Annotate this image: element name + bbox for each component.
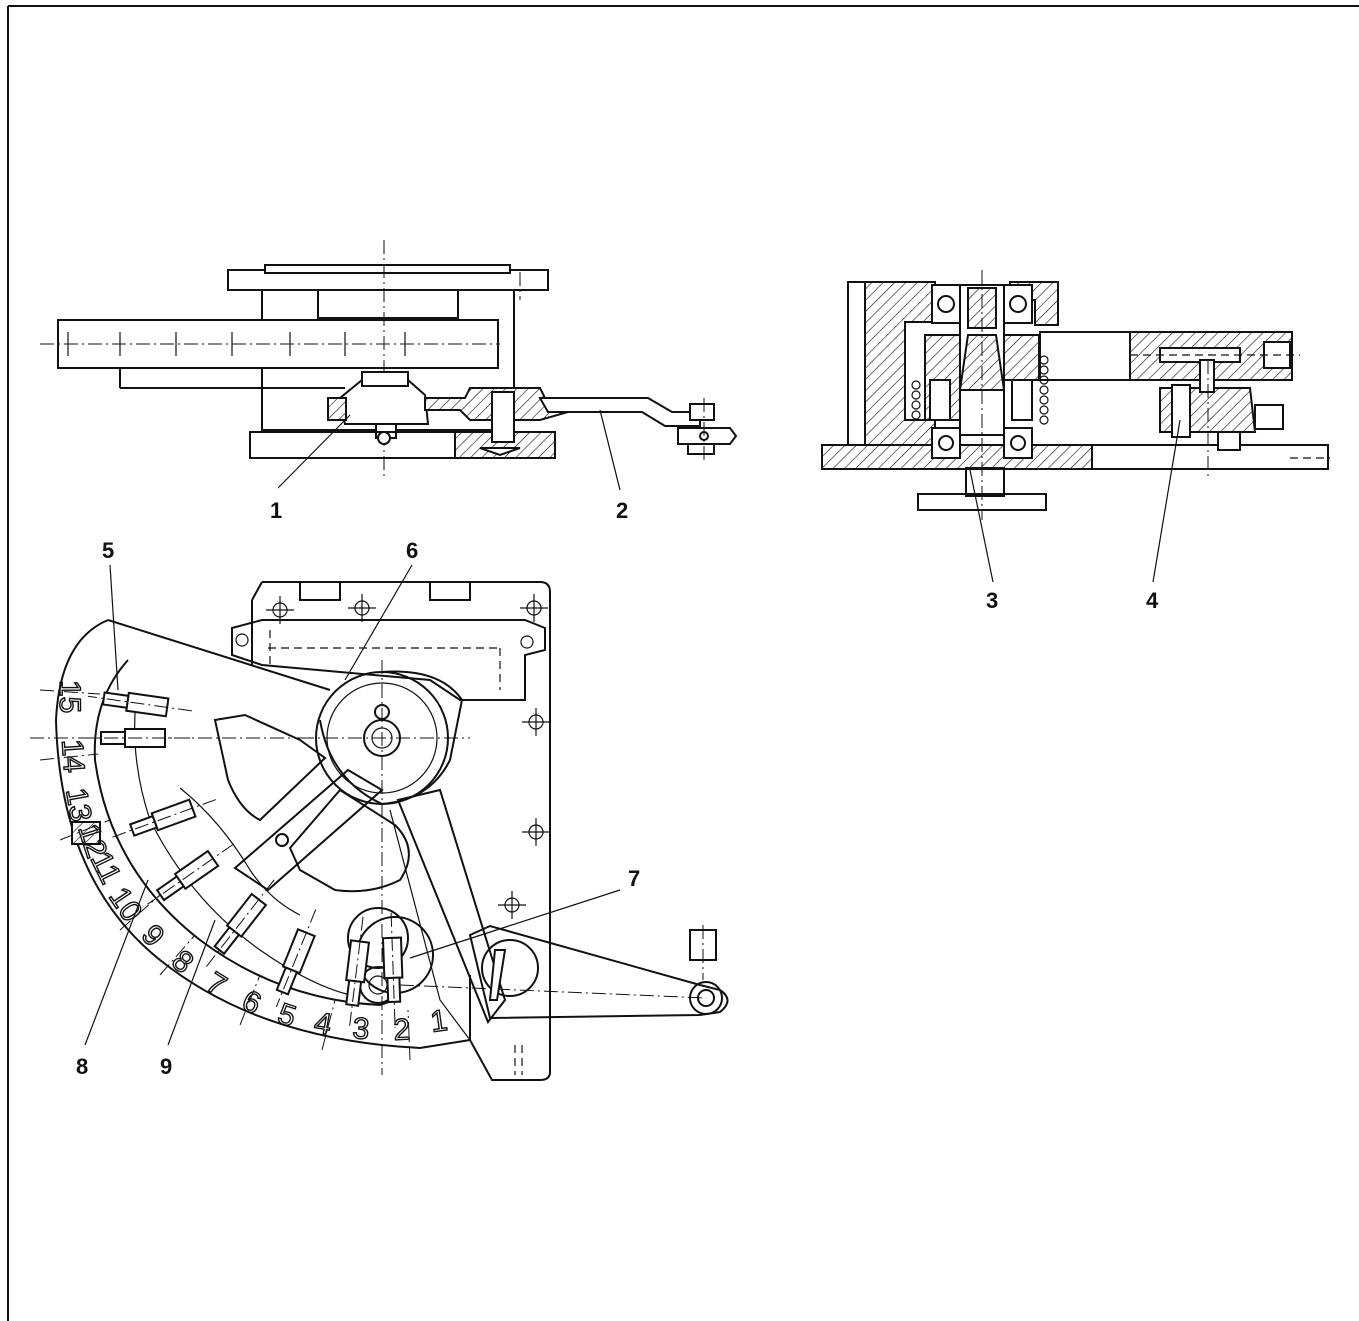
callout-6: 6 xyxy=(406,538,418,563)
callout-3: 3 xyxy=(986,588,998,613)
callout-2: 2 xyxy=(616,498,628,523)
scale-label-4: 4 xyxy=(312,1006,334,1041)
callouts: 1 2 3 4 5 6 7 8 9 xyxy=(76,498,1159,1079)
scale-label-2: 2 xyxy=(393,1013,411,1047)
section-view-right xyxy=(821,270,1330,520)
side-view-left xyxy=(40,240,738,480)
radial-pins xyxy=(71,691,404,1028)
scale-label-6: 6 xyxy=(237,984,266,1021)
scale-label-15: 15 xyxy=(53,680,86,713)
callout-5: 5 xyxy=(102,538,114,563)
callout-7: 7 xyxy=(628,866,640,891)
callout-9: 9 xyxy=(160,1054,172,1079)
callout-4: 4 xyxy=(1146,588,1159,613)
scale-label-9: 9 xyxy=(135,919,171,953)
scale-label-3: 3 xyxy=(352,1012,371,1046)
callout-leaders xyxy=(84,409,1181,1046)
callout-8: 8 xyxy=(76,1054,88,1079)
scale-label-14: 14 xyxy=(55,738,90,774)
page-frame xyxy=(7,5,1359,1321)
scale-label-7: 7 xyxy=(200,966,232,1003)
scale-label-10: 10 xyxy=(102,881,148,927)
plan-view: 1 2 3 4 5 6 7 8 9 10 11 12 13 14 15 xyxy=(30,581,729,1081)
scale-label-13: 13 xyxy=(59,785,97,824)
callout-1: 1 xyxy=(270,498,282,523)
scale-label-1: 1 xyxy=(428,1004,449,1039)
